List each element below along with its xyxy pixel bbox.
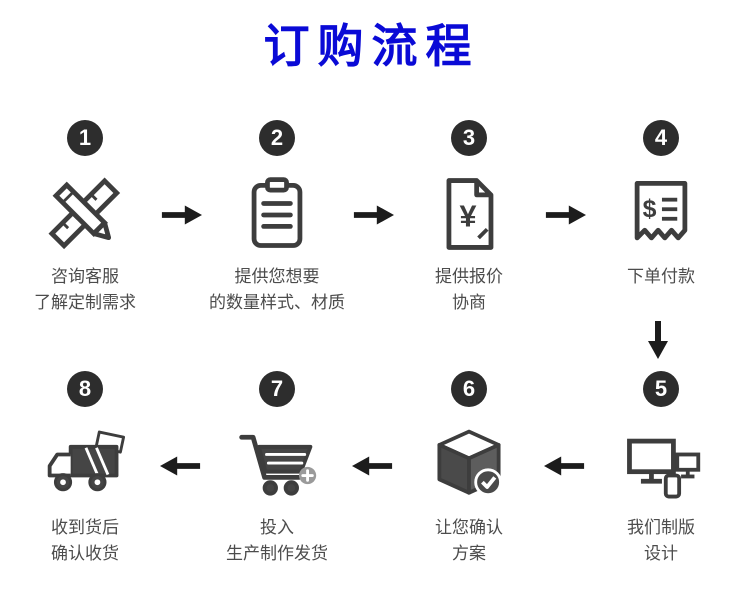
step-8: 8 收到货后 确认收货 xyxy=(10,370,160,568)
arrow-left-icon xyxy=(544,455,586,477)
cart-icon xyxy=(234,419,320,511)
step-3: 3 ¥ 提供报价 协商 xyxy=(394,120,544,317)
step-7: 7 投入 生产制作发货 xyxy=(202,370,352,568)
svg-text:$: $ xyxy=(643,196,657,223)
step-1: 1 xyxy=(10,120,160,317)
svg-text:¥: ¥ xyxy=(460,199,477,233)
step-label: 让您确认 方案 xyxy=(435,517,503,564)
arrow-left-icon xyxy=(352,455,394,477)
flow-row-bottom: 8 收到货后 确认收货 xyxy=(10,370,736,568)
page-title: 订购流程 xyxy=(263,20,480,72)
arrow-right-icon xyxy=(160,204,202,226)
step-number: 8 xyxy=(67,370,103,407)
flow-connector-row xyxy=(10,319,733,359)
step-5: 5 我们制版 设计 xyxy=(586,370,736,568)
step-label: 提供报价 协商 xyxy=(435,267,503,313)
arrow-left-icon xyxy=(160,455,202,477)
step-number: 3 xyxy=(451,120,487,156)
package-check-icon xyxy=(426,419,512,511)
step-label: 我们制版 设计 xyxy=(627,517,695,564)
arrow-right-icon xyxy=(544,204,586,226)
arrow-right-icon xyxy=(352,204,394,226)
pencil-ruler-icon xyxy=(42,168,128,260)
devices-icon xyxy=(618,419,704,511)
receipt-icon: $ xyxy=(618,168,704,260)
step-label: 投入 生产制作发货 xyxy=(226,517,328,564)
flow-row-top: 1 xyxy=(10,120,733,317)
step-label: 下单付款 xyxy=(627,267,695,286)
arrow-down-icon xyxy=(583,319,733,359)
step-2: 2 提供您想要 的数量样式、材质 xyxy=(202,120,352,317)
step-4: 4 $ 下单付款 xyxy=(586,120,736,290)
truck-icon xyxy=(42,419,128,511)
step-label: 提供您想要 的数量样式、材质 xyxy=(209,267,345,313)
step-number: 1 xyxy=(67,120,103,156)
step-6: 6 让您确认 方案 xyxy=(394,370,544,568)
quote-document-icon: ¥ xyxy=(426,168,512,260)
step-label: 收到货后 确认收货 xyxy=(51,517,119,564)
clipboard-icon xyxy=(234,168,320,260)
step-label: 咨询客服 了解定制需求 xyxy=(34,267,136,313)
step-number: 5 xyxy=(643,370,679,407)
step-number: 4 xyxy=(643,120,679,156)
step-number: 7 xyxy=(259,370,295,407)
step-number: 6 xyxy=(451,370,487,407)
step-number: 2 xyxy=(259,120,295,156)
